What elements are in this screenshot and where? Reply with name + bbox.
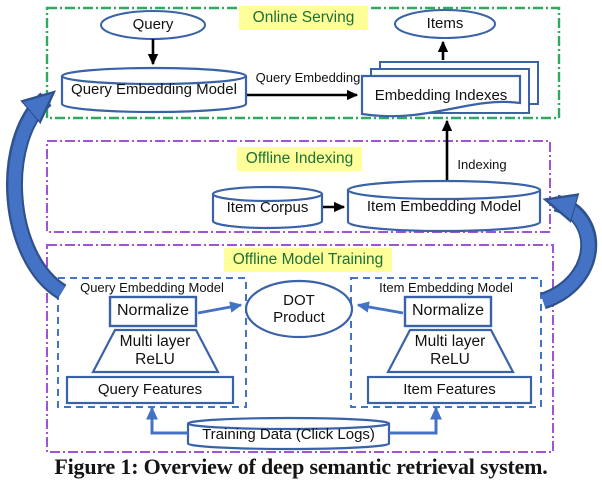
item-embedding-model-cylinder	[346, 190, 542, 233]
mlp-item-trapezoid	[386, 328, 515, 374]
connector-training-to-query-features	[145, 406, 188, 435]
dot-product-node	[244, 279, 354, 339]
arrow-item-normalize-to-dot	[356, 301, 404, 315]
normalize-item-box	[403, 295, 493, 328]
item-embedding-model-cylinder-top	[346, 179, 542, 201]
item-corpus-cylinder-top	[211, 185, 324, 203]
connector-training-to-item-features	[389, 406, 443, 435]
offline-training-label: Offline Model Training	[224, 248, 392, 272]
offline-indexing-label: Offline Indexing	[237, 147, 362, 171]
training-data-cylinder	[186, 423, 391, 451]
query-features-box	[65, 375, 235, 405]
query-embedding-model-cylinder-top	[60, 66, 248, 86]
model-deploy-arrow-left	[8, 98, 66, 298]
query-embedding-model-cylinder	[60, 76, 248, 114]
query-node	[100, 10, 206, 40]
normalize-query-box	[108, 295, 198, 328]
offline-training-box	[46, 244, 554, 453]
arrow-query-normalize-to-dot	[197, 301, 243, 315]
item-features-box	[366, 375, 533, 405]
online-serving-label: Online Serving	[239, 6, 368, 30]
items-node	[394, 9, 496, 39]
training-data-cylinder-top	[186, 416, 391, 431]
embedding-indexes-sheet-front	[360, 74, 522, 118]
mlp-query-trapezoid	[91, 328, 220, 374]
training-item-model-box	[350, 277, 542, 408]
model-deploy-arrow-right	[540, 202, 595, 307]
figure-caption: Figure 1: Overview of deep semantic retr…	[54, 454, 548, 479]
item-corpus-cylinder	[211, 194, 324, 230]
offline-indexing-box	[46, 140, 551, 233]
